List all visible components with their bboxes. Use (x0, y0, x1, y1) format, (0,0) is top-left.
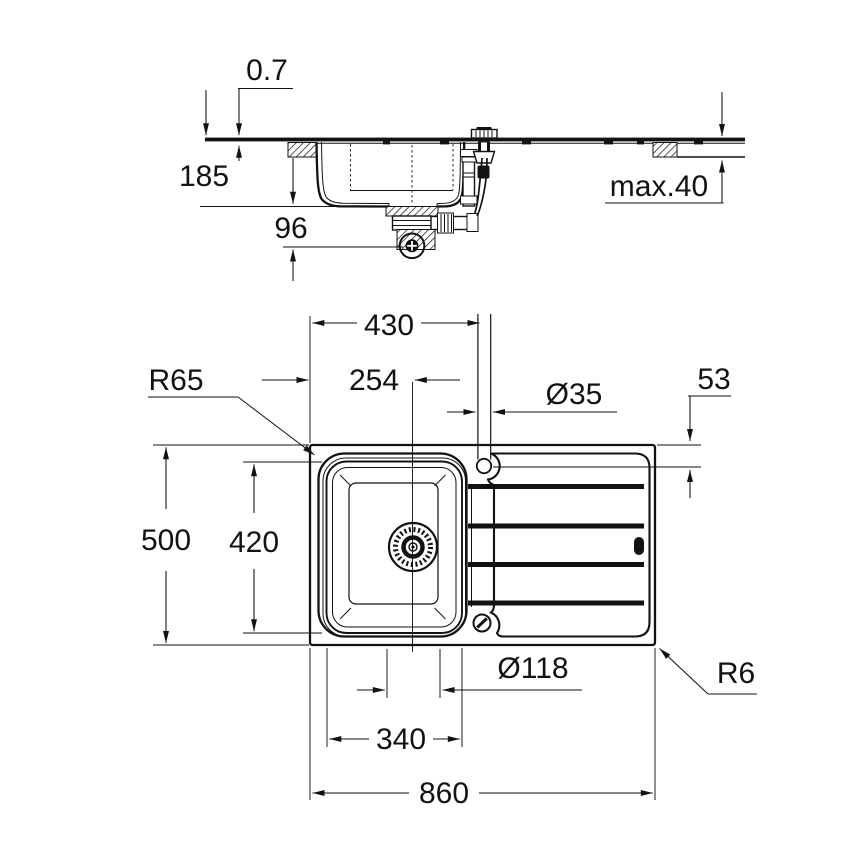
drain-center-dot (411, 545, 415, 549)
drain-outer-circle (387, 521, 439, 573)
dim-drain-center-offset: 254 (262, 364, 460, 652)
overflow-bottom-collar (460, 195, 478, 205)
bowl-outer-wall (315, 141, 466, 208)
screw-slot (476, 617, 488, 629)
dim-label-53: 53 (697, 363, 730, 396)
bowl-corner-line (339, 607, 352, 620)
bowl-corner-line (434, 607, 446, 620)
dim-tap-hole-diameter: Ø35 (447, 378, 617, 415)
drain-center-circle (408, 542, 418, 552)
leader-arrow (237, 396, 315, 456)
faucet-assembly (470, 127, 498, 217)
worktop-cut-hatch-right (652, 142, 678, 158)
dim-label-sheet-thickness: 0.7 (246, 54, 288, 87)
worktop-line (205, 137, 745, 158)
bowl-bottom (348, 482, 439, 605)
drain-plan (387, 521, 439, 573)
dim-bowl-depth: 185 (179, 158, 340, 207)
dim-label-860: 860 (419, 777, 469, 810)
drainboard (468, 452, 651, 638)
bowl-plan (317, 452, 472, 638)
plan-view: 430 254 Ø35 53 (141, 309, 757, 810)
shank-edge (478, 142, 481, 152)
dim-label-500: 500 (141, 524, 191, 557)
bowl-corner-line (434, 474, 446, 487)
dim-label-drain-offset: 96 (274, 212, 307, 245)
dim-label-bowl-depth: 185 (179, 160, 229, 193)
sink-outline (308, 443, 657, 647)
tap-hole-circle (475, 457, 493, 475)
drain-inner-ring (401, 535, 425, 559)
section-view: 0.7 185 96 max.40 (179, 54, 745, 281)
drainboard-outline (486, 452, 651, 638)
drain-assembly (385, 206, 479, 260)
rim-fixing-clips (383, 139, 703, 145)
drain-flange (385, 206, 439, 217)
screw-head (472, 613, 492, 633)
bowl-corner-line (339, 474, 352, 487)
overflow-slot (634, 537, 644, 555)
dim-tap-hole-offset: 53 (493, 363, 731, 498)
worktop-top-edge (205, 137, 745, 142)
drainboard-grooves (468, 484, 644, 606)
leader-arrow (659, 648, 709, 695)
dim-outer-corner-radius: R6 (659, 648, 757, 695)
dim-label-r6: R6 (717, 657, 755, 690)
dim-label-o35: Ø35 (546, 378, 603, 411)
dim-label-o118: Ø118 (497, 652, 568, 685)
drain-body (391, 215, 433, 231)
groove (468, 484, 644, 489)
overflow-pipe (460, 149, 478, 207)
overflow-collar (461, 156, 477, 163)
faucet-base-cap (476, 127, 492, 130)
dim-worktop-thickness: max.40 (605, 92, 725, 204)
dim-bowl-inner-width: 340 (326, 648, 463, 756)
dim-label-420: 420 (229, 526, 279, 559)
worktop-cut-hatch-left (287, 142, 318, 158)
dim-label-worktop-thickness: max.40 (610, 170, 708, 203)
dim-drain-diameter: Ø118 (357, 649, 582, 698)
dim-overall-width: 860 (309, 648, 656, 810)
dim-label-430: 430 (364, 309, 414, 342)
bowl-rim-line (322, 457, 466, 637)
bowl-inner-wall (321, 141, 461, 204)
faucet-hole (475, 314, 493, 475)
bowl-wall-top (332, 467, 457, 628)
section-dimensions: 0.7 185 96 max.40 (179, 54, 725, 281)
trap-outlet (398, 232, 426, 260)
dim-overall-depth: 500 (141, 444, 309, 646)
groove (468, 523, 644, 529)
drain-knurl-ring (393, 527, 433, 567)
bowl-inner-rim (325, 460, 463, 634)
faucet-fixing-nut (472, 150, 496, 164)
pipe-elbow-fitting (466, 213, 479, 232)
dim-drain-offset: 96 (274, 212, 403, 281)
shank-edge (487, 142, 490, 152)
plan-dimensions: 430 254 Ø35 53 (141, 309, 757, 810)
bowl-outer-rim (317, 452, 468, 638)
dim-label-254: 254 (349, 364, 399, 397)
bowl-section (315, 141, 466, 208)
dim-bowl-inner-depth: 420 (229, 461, 322, 634)
groove (468, 562, 644, 567)
dim-bowl-module-width: 430 (309, 309, 480, 443)
dim-sheet-thickness: 0.7 (203, 54, 293, 161)
hose-connector (477, 165, 490, 179)
dim-label-r65: R65 (148, 364, 203, 397)
dim-label-340: 340 (376, 723, 426, 756)
groove (468, 600, 644, 606)
dim-bowl-corner-radius: R65 (148, 364, 315, 456)
